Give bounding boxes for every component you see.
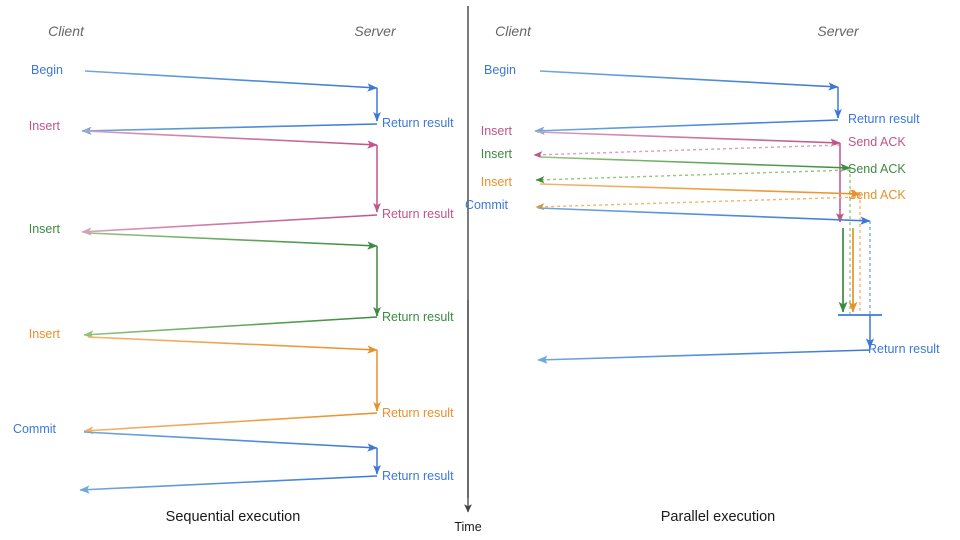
request-arrow-insert-2 (87, 232, 378, 250)
left-lifeline-label-server: Server (354, 23, 397, 39)
left-client-label-2: Insert (29, 222, 61, 236)
right-request-1 (539, 156, 851, 172)
right-request-0 (536, 131, 841, 147)
right-server-label-3: Send ACK (848, 188, 906, 202)
response-arrow-1 (81, 214, 378, 236)
left-client-label-1: Insert (29, 119, 61, 133)
request-arrow-insert-3 (87, 336, 378, 354)
right-commit-request (537, 207, 871, 225)
parallel-execution-panel (533, 70, 882, 364)
right-begin-request (539, 70, 839, 91)
right-client-label-4: Commit (465, 198, 509, 212)
right-commit-response (537, 349, 871, 364)
left-panel-caption: Sequential execution (166, 509, 301, 525)
response-arrow-2 (83, 316, 378, 339)
right-server-label-2: Send ACK (848, 162, 906, 176)
left-client-label-0: Begin (31, 63, 63, 77)
sequential-execution-panel (79, 70, 381, 494)
left-server-label-3: Return result (382, 406, 454, 420)
response-arrow-3 (83, 412, 378, 435)
time-axis-label: Time (454, 520, 481, 534)
request-arrow-begin-0 (84, 70, 378, 92)
right-client-label-1: Insert (481, 124, 513, 138)
left-lifeline-label-client: Client (48, 23, 85, 39)
left-server-label-1: Return result (382, 207, 454, 221)
right-server-label-1: Send ACK (848, 135, 906, 149)
right-panel-caption: Parallel execution (661, 509, 775, 525)
left-server-label-0: Return result (382, 116, 454, 130)
right-begin-response (534, 119, 839, 135)
right-request-2 (539, 183, 861, 198)
left-client-label-4: Commit (13, 422, 57, 436)
right-client-label-2: Insert (481, 147, 513, 161)
right-server-label-0: Return result (848, 112, 920, 126)
left-server-label-2: Return result (382, 310, 454, 324)
right-client-label-0: Begin (484, 63, 516, 77)
right-client-label-3: Insert (481, 175, 513, 189)
right-ack-arrow-1 (535, 169, 851, 184)
right-server-label-4: Return result (868, 342, 940, 356)
left-client-label-3: Insert (29, 327, 61, 341)
right-lifeline-label-server: Server (817, 23, 860, 39)
request-arrow-insert-1 (84, 130, 378, 149)
right-lifeline-label-client: Client (495, 23, 532, 39)
right-ack-arrow-0 (533, 144, 841, 159)
response-arrow-0 (81, 123, 378, 135)
response-arrow-4 (79, 475, 378, 494)
request-arrow-commit-4 (83, 431, 378, 452)
right-ack-arrow-2 (535, 196, 861, 211)
left-server-label-4: Return result (382, 469, 454, 483)
